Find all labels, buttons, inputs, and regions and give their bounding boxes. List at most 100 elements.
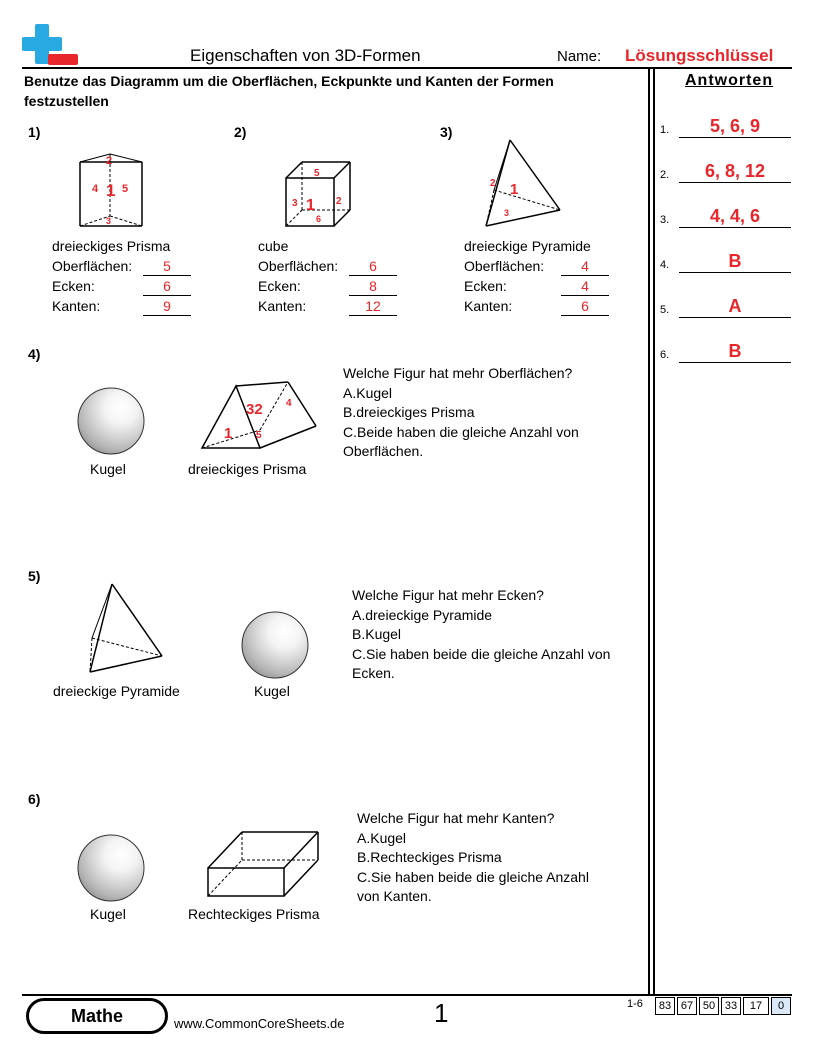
problem-6-left-shape: Kugel — [90, 906, 126, 922]
triangular-prism-diagram: 2 4 1 5 3 — [79, 153, 143, 227]
option-c-continued: Oberflächen. — [343, 443, 424, 459]
problem-4-right-shape: dreieckiges Prisma — [188, 461, 307, 477]
svg-text:5: 5 — [122, 183, 128, 195]
instructions: Benutze das Diagramm um die Oberflächen,… — [24, 73, 554, 109]
problem-3-vertices-answer: 4 — [561, 278, 609, 296]
option-b: B.Kugel — [352, 626, 402, 642]
score-box: 67 — [677, 997, 697, 1015]
question-prompt: Welche Figur hat mehr Kanten? — [357, 810, 555, 826]
svg-text:1: 1 — [106, 181, 115, 200]
problem-5-left-shape: dreieckige Pyramide — [53, 683, 180, 699]
svg-text:2: 2 — [490, 178, 496, 189]
website-link[interactable]: www.CommonCoreSheets.de — [174, 1016, 345, 1031]
answer-3-number: 3. — [660, 214, 670, 226]
problem-3-vertices-label: Ecken: — [464, 278, 507, 294]
option-b: B.dreieckiges Prisma — [343, 404, 475, 420]
svg-text:2: 2 — [336, 196, 342, 207]
answer-1-value: 5, 6, 9 — [679, 115, 791, 138]
svg-text:3: 3 — [504, 208, 509, 218]
header-rule — [22, 67, 792, 69]
option-c: C.Sie haben beide die gleiche Anzahl von — [352, 645, 611, 662]
svg-text:3: 3 — [292, 198, 298, 209]
answer-3-value: 4, 4, 6 — [679, 205, 791, 228]
score-box-highlight: 0 — [771, 997, 791, 1015]
problem-4-left-shape: Kugel — [90, 461, 126, 477]
answer-column-divider-left — [648, 67, 650, 995]
score-box: 33 — [721, 997, 741, 1015]
option-a: A.dreieckige Pyramide — [352, 606, 493, 623]
score-box: 50 — [699, 997, 719, 1015]
problem-3-faces-label: Oberflächen: — [464, 258, 545, 274]
problem-2-vertices-answer: 8 — [349, 278, 397, 296]
answer-2-number: 2. — [660, 169, 670, 181]
sphere-diagram — [241, 611, 309, 679]
option-c-continued: von Kanten. — [357, 888, 432, 904]
subject-badge: Mathe — [26, 998, 168, 1034]
svg-text:4: 4 — [92, 183, 99, 195]
problem-2-vertices-label: Ecken: — [258, 278, 301, 294]
problem-1-vertices-answer: 6 — [143, 278, 191, 296]
cube-diagram: 5 3 1 2 6 — [285, 161, 351, 227]
svg-text:5: 5 — [256, 430, 262, 441]
triangular-pyramid-diagram — [89, 583, 163, 673]
worksheet-title: Eigenschaften von 3D-Formen — [190, 46, 421, 65]
problem-3-edges-label: Kanten: — [464, 298, 513, 314]
problem-1-edges-label: Kanten: — [52, 298, 101, 314]
option-b: B.Rechteckiges Prisma — [357, 849, 502, 865]
svg-text:1: 1 — [306, 197, 315, 214]
problem-2-faces-answer: 6 — [349, 258, 397, 276]
page-number: 1 — [434, 998, 449, 1028]
problem-3-shape: dreieckige Pyramide — [464, 238, 591, 254]
problem-1-faces-answer: 5 — [143, 258, 191, 276]
answer-2-value: 6, 8, 12 — [679, 160, 791, 183]
problem-1-number: 1) — [28, 124, 41, 140]
problem-1-shape: dreieckiges Prisma — [52, 238, 171, 254]
problem-5-right-shape: Kugel — [254, 683, 290, 699]
problem-5-question: Welche Figur hat mehr Ecken? A.dreieckig… — [352, 586, 610, 684]
answer-4-value: B — [679, 250, 791, 273]
footer-rule — [22, 994, 792, 996]
problem-1-faces-label: Oberflächen: — [52, 258, 133, 274]
rectangular-prism-diagram — [207, 831, 319, 897]
answer-6-number: 6. — [660, 349, 670, 361]
problem-2-edges-answer: 12 — [349, 298, 397, 316]
logo-plus-minus-icon — [22, 24, 78, 65]
option-c: C.Beide haben die gleiche Anzahl von — [343, 423, 579, 440]
svg-text:2: 2 — [106, 155, 112, 167]
sphere-diagram — [77, 834, 145, 902]
problem-2-shape: cube — [258, 238, 289, 254]
answers-header: Antworten — [685, 72, 774, 89]
score-box: 83 — [655, 997, 675, 1015]
option-c-continued: Ecken. — [352, 665, 395, 681]
question-prompt: Welche Figur hat mehr Oberflächen? — [343, 365, 573, 381]
svg-text:1: 1 — [224, 425, 232, 442]
problem-4-number: 4) — [28, 346, 41, 362]
problem-4-question: Welche Figur hat mehr Oberflächen? A.Kug… — [343, 364, 579, 462]
problem-1-vertices-label: Ecken: — [52, 278, 95, 294]
problem-1-edges-answer: 9 — [143, 298, 191, 316]
problem-6-right-shape: Rechteckiges Prisma — [188, 906, 320, 922]
problem-2-edges-label: Kanten: — [258, 298, 307, 314]
svg-text:32: 32 — [246, 401, 263, 418]
problem-3-number: 3) — [440, 124, 453, 140]
triangular-pyramid-diagram: 2 1 3 — [485, 139, 561, 227]
svg-text:6: 6 — [316, 214, 321, 224]
name-value: Lösungsschlüssel — [625, 46, 774, 65]
problem-5-number: 5) — [28, 568, 41, 584]
name-label: Name: — [557, 48, 602, 65]
problem-6-number: 6) — [28, 791, 41, 807]
problem-6-question: Welche Figur hat mehr Kanten? A.Kugel B.… — [357, 809, 589, 907]
sphere-diagram — [77, 387, 145, 455]
score-range-label: 1-6 — [627, 998, 643, 1010]
question-prompt: Welche Figur hat mehr Ecken? — [352, 587, 544, 603]
answer-1-number: 1. — [660, 124, 670, 136]
option-a: A.Kugel — [357, 829, 407, 846]
problem-3-edges-answer: 6 — [561, 298, 609, 316]
problem-3-faces-answer: 4 — [561, 258, 609, 276]
answer-5-number: 5. — [660, 304, 670, 316]
svg-text:4: 4 — [286, 398, 292, 409]
option-a: A.Kugel — [343, 384, 393, 401]
score-box: 17 — [743, 997, 769, 1015]
answer-5-value: A — [679, 295, 791, 318]
svg-text:3: 3 — [106, 216, 111, 226]
